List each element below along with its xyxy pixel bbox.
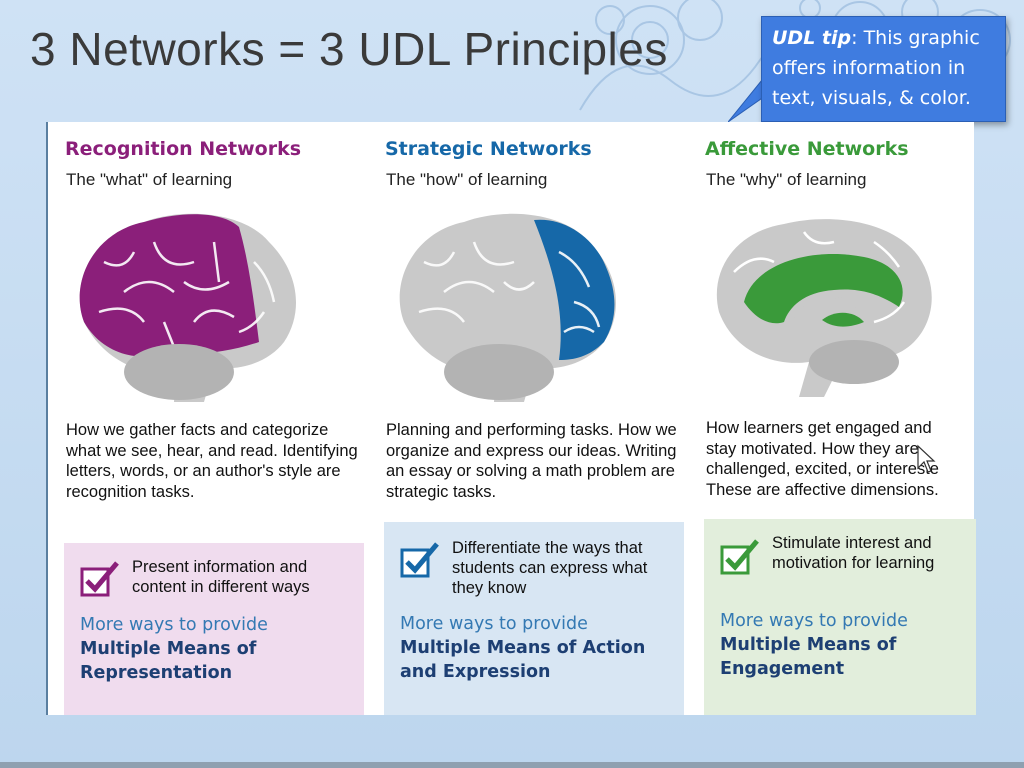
more-ways-lead: More ways to provide (80, 615, 268, 635)
brain-affective-icon (716, 219, 932, 397)
recognition-title: Recognition Networks (65, 138, 302, 160)
strategic-principle-box: Differentiate the ways that students can… (384, 522, 684, 715)
checkbox-checked-icon (80, 561, 119, 597)
strategic-subtitle: The "how" of learning (386, 170, 548, 189)
brain-strategic-icon (399, 213, 616, 402)
networks-graphic: Recognition Networks The "what" of learn… (46, 122, 976, 715)
checkbox-checked-icon (400, 542, 439, 578)
strategic-column: Strategic Networks The "how" of learning… (384, 122, 686, 715)
affective-description-line1: How learners get engaged and (706, 419, 932, 437)
affective-principle-box: Stimulate interest and motivation for le… (704, 519, 976, 715)
affective-link[interactable]: More ways to provide Multiple Means of E… (720, 609, 908, 681)
recognition-column: Recognition Networks The "what" of learn… (64, 122, 364, 715)
principle-name-line1: Multiple Means of Action (400, 638, 646, 658)
callout-text: : This graphic offers information in tex… (772, 27, 980, 109)
slide-title: 3 Networks = 3 UDL Principles (30, 23, 668, 75)
affective-subtitle: The "why" of learning (706, 170, 867, 189)
affective-description: How learners get engaged and stay motiva… (706, 418, 978, 500)
strategic-box-text: Differentiate the ways that students can… (452, 539, 648, 597)
bottom-strip (0, 762, 1024, 768)
more-ways-lead: More ways to provide (400, 614, 588, 634)
strategic-link[interactable]: More ways to provide Multiple Means of A… (400, 612, 645, 684)
recognition-link[interactable]: More ways to provide Multiple Means of R… (80, 613, 268, 685)
principle-name-line2: Representation (80, 663, 233, 683)
more-ways-lead: More ways to provide (720, 611, 908, 631)
brain-recognition-icon (79, 213, 296, 402)
recognition-box-text: Present information and content in diffe… (132, 558, 310, 596)
affective-description-line2: stay motivated. How they are (706, 439, 919, 458)
principle-name-line1: Multiple Means of (720, 635, 897, 655)
affective-description-line3: challenged, excited, or intereste (706, 460, 939, 478)
recognition-subtitle: The "what" of learning (66, 170, 233, 189)
affective-column: Affective Networks The "why" of learning… (704, 122, 976, 715)
checkbox-checked-icon (720, 539, 759, 575)
principle-name-line2: Engagement (720, 659, 845, 679)
udl-tip-callout: UDL tip: This graphic offers information… (761, 16, 1006, 122)
recognition-description: How we gather facts and categorize what … (66, 421, 358, 501)
strategic-description: Planning and performing tasks. How we or… (386, 421, 677, 501)
callout-label: UDL tip (772, 27, 852, 49)
affective-box-text: Stimulate interest and motivation for le… (772, 534, 935, 572)
affective-title: Affective Networks (705, 138, 909, 160)
principle-name-line1: Multiple Means of (80, 639, 257, 659)
principle-name-line2: and Expression (400, 662, 551, 682)
mouse-cursor-icon (917, 444, 936, 473)
affective-description-line4: These are affective dimensions. (706, 480, 939, 499)
recognition-principle-box: Present information and content in diffe… (64, 543, 364, 715)
strategic-title: Strategic Networks (385, 138, 592, 160)
